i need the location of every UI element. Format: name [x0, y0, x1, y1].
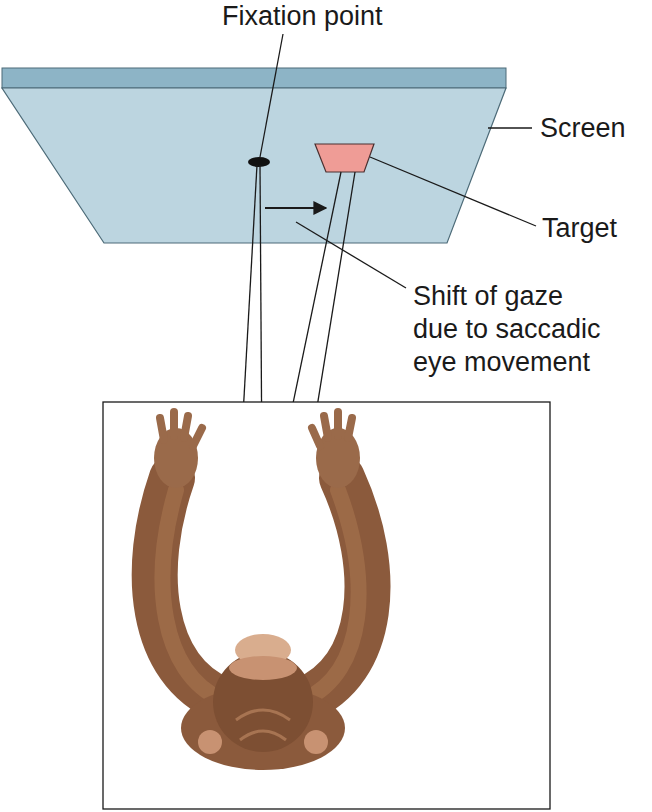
gaze-shift-arrow	[265, 207, 326, 209]
target-shape	[315, 144, 374, 172]
screen-edge	[2, 68, 506, 88]
fixation-dot	[248, 157, 270, 167]
monkey-frame	[103, 402, 550, 809]
leader-lines	[260, 34, 536, 288]
callout-label: Target	[542, 212, 617, 245]
callout-label: Shift of gaze due to saccadic eye moveme…	[413, 280, 609, 379]
callout-label: Fixation point	[222, 0, 383, 33]
monkey-figure	[154, 412, 368, 770]
callout-label: Screen	[540, 112, 626, 145]
